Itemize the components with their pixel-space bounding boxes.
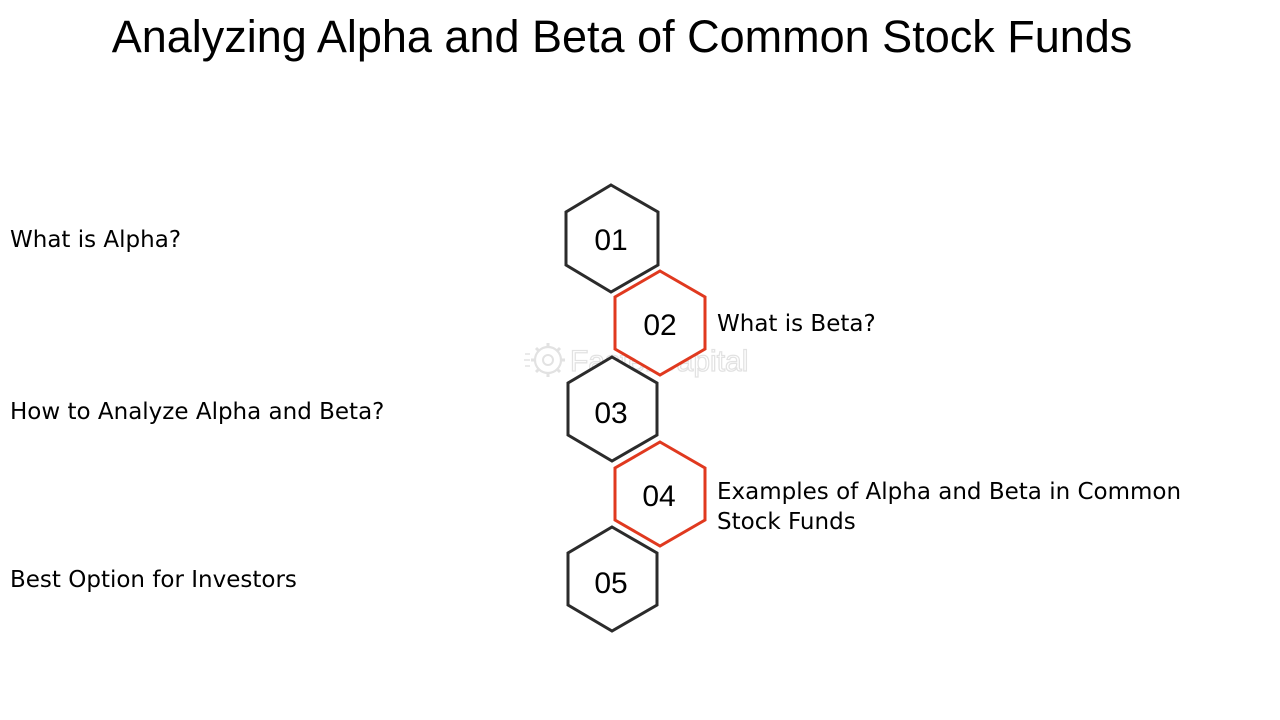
step-number: 01 — [594, 224, 627, 257]
hexagon-step-04: 04 — [613, 440, 707, 548]
step-label-best-option: Best Option for Investors — [10, 567, 297, 593]
hexagon-shape — [613, 440, 707, 548]
hexagon-step-03: 03 — [566, 355, 659, 463]
hexagon-step-01: 01 — [564, 183, 660, 294]
hexagon-step-05: 05 — [566, 525, 659, 633]
step-label-what-is-alpha: What is Alpha? — [10, 227, 182, 253]
step-label-line: Stock Funds — [717, 509, 856, 535]
step-label-what-is-beta: What is Beta? — [717, 311, 876, 337]
page-title: Analyzing Alpha and Beta of Common Stock… — [111, 11, 1133, 62]
step-number: 03 — [594, 397, 627, 430]
step-number: 02 — [643, 309, 676, 342]
step-number: 05 — [594, 567, 627, 600]
hexagon-shape — [613, 269, 707, 377]
step-label-examples: Examples of Alpha and Beta in Common Sto… — [717, 477, 1181, 537]
step-label-line: Examples of Alpha and Beta in Common — [717, 479, 1182, 505]
step-number: 04 — [642, 480, 675, 513]
gear-icon — [524, 343, 565, 377]
hexagon-step-02: 02 — [613, 269, 707, 377]
hexagon-shape — [566, 525, 659, 633]
hexagon-shape — [566, 355, 659, 463]
step-label-how-to-analyze: How to Analyze Alpha and Beta? — [10, 399, 385, 425]
hexagon-shape — [564, 183, 660, 294]
